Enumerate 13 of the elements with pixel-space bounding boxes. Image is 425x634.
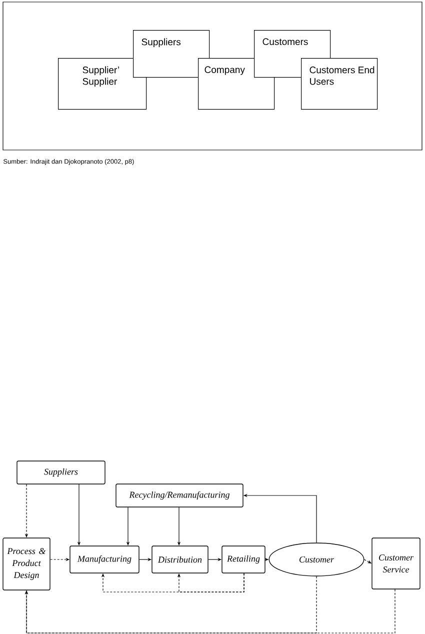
process-box: Distribution — [152, 546, 208, 574]
process-box: Process & Product Design — [2, 538, 50, 590]
process-box: Customer Service — [372, 538, 420, 590]
arrow — [24, 576, 317, 634]
overlapping-box: Supplier’ Supplier — [58, 58, 147, 110]
overlapping-box: Customers End Users — [301, 58, 378, 110]
process-box: Recycling/Remanufacturing — [116, 484, 244, 508]
arrow — [24, 589, 396, 634]
process-box: Manufacturing — [70, 546, 140, 574]
arrow — [177, 573, 244, 592]
overlapping-box: Company — [198, 58, 275, 110]
process-box: Suppliers — [16, 460, 106, 484]
process-box: Retailing — [222, 546, 266, 574]
